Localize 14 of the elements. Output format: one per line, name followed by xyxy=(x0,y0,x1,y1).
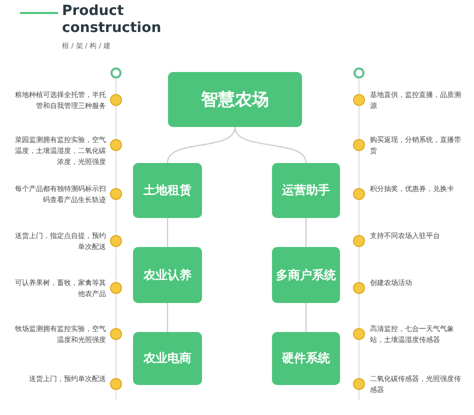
module-box: 多商户系统 xyxy=(272,247,340,303)
module-box: 农业电商 xyxy=(133,332,202,385)
connector-line xyxy=(305,303,307,332)
connector-line xyxy=(234,126,307,164)
root-box: 智慧农场 xyxy=(168,72,302,127)
connector-line xyxy=(305,218,307,247)
connector-line xyxy=(166,303,168,332)
module-box: 农业认养 xyxy=(133,247,202,303)
title: Product construction xyxy=(62,3,162,37)
module-box: 硬件系统 xyxy=(272,332,340,385)
module-box: 土地租赁 xyxy=(133,163,202,218)
module-box: 运营助手 xyxy=(272,163,340,218)
connector-line xyxy=(166,218,168,247)
connector-line xyxy=(166,126,236,164)
